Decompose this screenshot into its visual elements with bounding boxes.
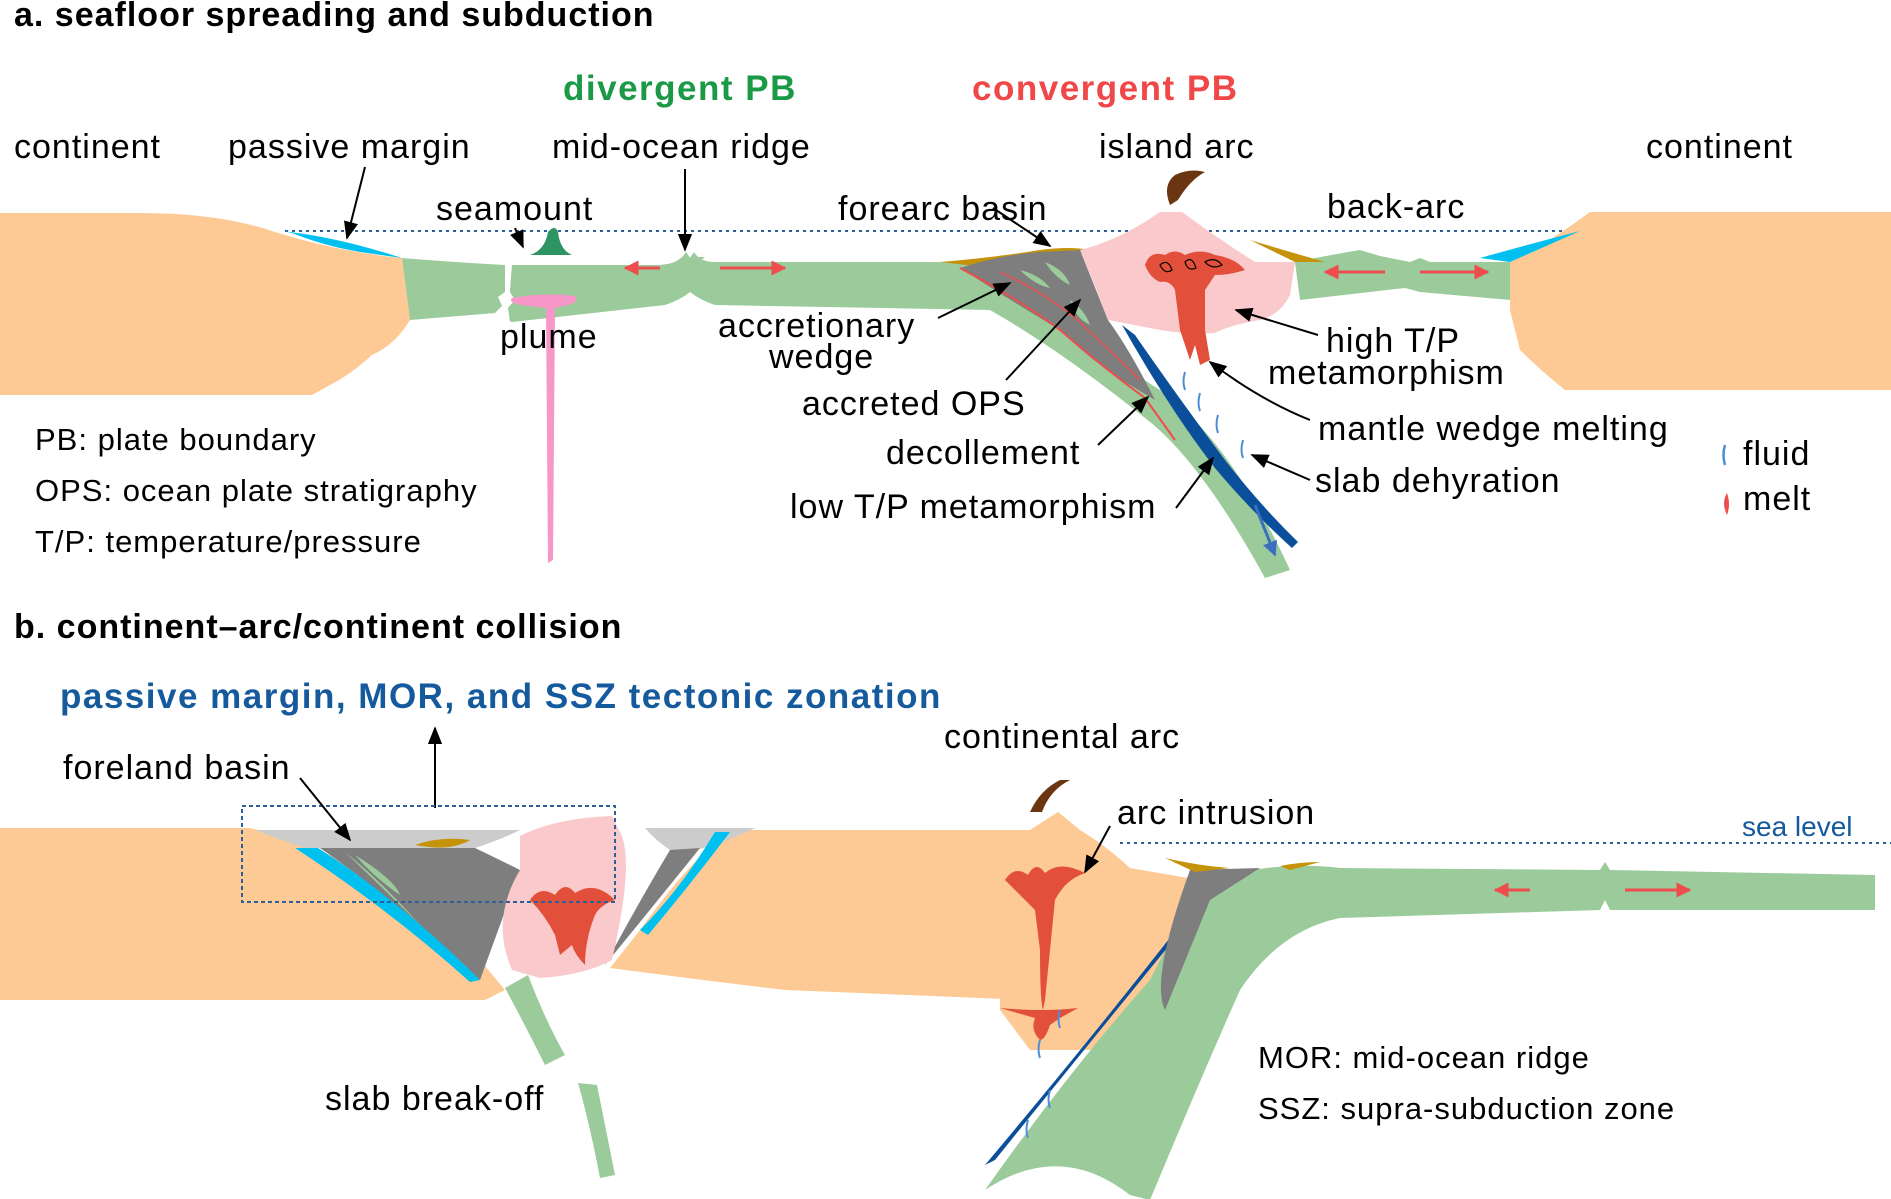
label-island-arc: island arc	[1099, 128, 1255, 166]
label-back-arc: back-arc	[1327, 188, 1465, 226]
back-arc-basin	[1295, 250, 1510, 300]
label-accretionary-wedge-1: accretionary	[718, 307, 915, 345]
label-high-tp-2: metamorphism	[1268, 354, 1505, 392]
passive-margin-sediment-left	[295, 848, 480, 982]
island-arc-volcano	[1166, 170, 1205, 205]
label-foreland-basin: foreland basin	[63, 749, 291, 787]
oceanic-plate-left-segment	[402, 258, 505, 320]
panel-a: a. seafloor spreading and subduction div…	[0, 0, 1891, 578]
back-arc-sediment	[1250, 240, 1325, 262]
right-continent	[1510, 212, 1891, 390]
magma-swirls	[1159, 258, 1223, 273]
collision-wedge-left	[320, 848, 520, 980]
label-accretionary-wedge-2: wedge	[768, 338, 874, 376]
collision-right-continent	[610, 830, 1030, 1000]
abbrev-tp: T/P: temperature/pressure	[35, 524, 422, 559]
thrust-line	[999, 271, 1141, 381]
convergent-pb-label: convergent PB	[972, 69, 1239, 108]
subducting-oceanic-plate-b	[985, 862, 1875, 1199]
panel-b: b. continent–arc/continent collision pas…	[0, 608, 1891, 1199]
label-plume: plume	[500, 318, 598, 356]
arc-magma-intrusion	[1145, 251, 1245, 365]
legend-melt: melt	[1743, 480, 1811, 518]
zonation-label: passive margin, MOR, and SSZ tectonic zo…	[60, 677, 942, 716]
melt-legend-icon	[1724, 493, 1729, 515]
label-slab-dehydration: slab dehyration	[1315, 462, 1561, 500]
passive-margin-sediment-right	[640, 832, 730, 935]
label-sea-level: sea level	[1742, 811, 1853, 842]
label-arc-intrusion: arc intrusion	[1117, 794, 1315, 832]
collision-wedge-right	[605, 848, 700, 965]
panel-a-title: a. seafloor spreading and subduction	[14, 0, 655, 34]
foreland-basin-arrow	[299, 777, 352, 842]
collision-left-continent	[0, 828, 505, 1000]
passive-margin-sediment	[285, 231, 402, 258]
abbrev-mor: MOR: mid-ocean ridge	[1258, 1040, 1590, 1075]
collision-arc-magma	[530, 886, 615, 965]
collision-basin-sediment	[415, 838, 470, 848]
continental-arc-volcano	[1030, 780, 1070, 812]
label-seamount: seamount	[436, 190, 593, 228]
seamount	[530, 228, 572, 255]
label-mantle-wedge-melting: mantle wedge melting	[1318, 410, 1669, 448]
slab-upper-piece	[505, 975, 565, 1065]
forearc-sediment-b	[1165, 858, 1320, 872]
panel-b-title: b. continent–arc/continent collision	[14, 608, 622, 646]
abbrev-pb: PB: plate boundary	[35, 422, 317, 457]
label-continent-right: continent	[1646, 128, 1793, 166]
divergent-pb-label: divergent PB	[563, 69, 797, 108]
zonation-highlight-box	[241, 805, 616, 903]
leader-arrows-a	[344, 166, 1319, 509]
label-mid-ocean-ridge: mid-ocean ridge	[552, 128, 811, 166]
label-slab-breakoff: slab break-off	[325, 1080, 544, 1118]
label-accreted-ops: accreted OPS	[802, 385, 1026, 423]
abbrev-ops: OPS: ocean plate stratigraphy	[35, 473, 478, 508]
legend-fluid: fluid	[1743, 435, 1810, 473]
fluid-marks	[1182, 371, 1244, 459]
continental-arc-magma	[1005, 866, 1085, 1010]
label-continent-left: continent	[14, 128, 161, 166]
fluid-marks-b	[1025, 1009, 1061, 1139]
continental-wedge	[1160, 868, 1260, 1010]
abbrev-ssz: SSZ: supra-subduction zone	[1258, 1091, 1675, 1126]
slab-motion-arrow	[1253, 504, 1277, 557]
accreted-ops-slivers	[1020, 262, 1090, 325]
slab-blue-b	[985, 920, 1190, 1165]
subducting-oceanic-plate	[508, 252, 1290, 578]
fluid-legend-icon	[1722, 444, 1727, 466]
label-decollement: decollement	[886, 434, 1080, 472]
label-low-tp-metamorphism: low T/P metamorphism	[790, 488, 1156, 526]
slab-broken-piece	[578, 1083, 615, 1178]
left-continent	[0, 213, 410, 395]
arc-intrusion-arrow	[1084, 825, 1111, 874]
label-passive-margin: passive margin	[228, 128, 471, 166]
slab-low-tp-metamorphism	[1122, 325, 1298, 548]
label-high-tp-1: high T/P	[1326, 322, 1460, 360]
right-margin-sediment	[1480, 231, 1580, 262]
label-continental-arc: continental arc	[944, 718, 1180, 756]
